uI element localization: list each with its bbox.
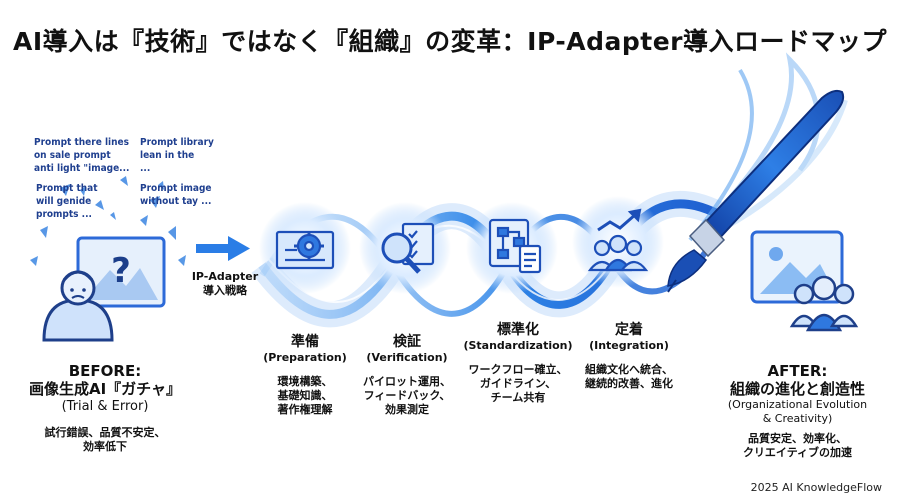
svg-text:?: ? xyxy=(111,251,131,291)
after-heading: AFTER: xyxy=(767,362,828,380)
workflow-document-icon xyxy=(488,218,542,274)
page-title: AI導入は『技術』ではなく『組織』の変革：IP-Adapter導入ロードマップ xyxy=(13,27,887,56)
stage-integration: 定着 (Integration) 組織文化へ統合、継続的改善、進化 xyxy=(574,322,684,391)
shattered-fragments xyxy=(30,176,186,266)
stage-subtitle: (Standardization) xyxy=(463,339,573,352)
after-subheading: 組織の進化と創造性 xyxy=(729,380,865,398)
stage-preparation: 準備 (Preparation) 環境構築、基礎知識、著作権理解 xyxy=(255,334,355,417)
stage-verification: 検証 (Verification) パイロット運用、フィードバック、効果測定 xyxy=(355,334,459,417)
magnifier-checklist-icon xyxy=(381,222,435,274)
after-body: 品質安定、効率化、クリエイティブの加速 xyxy=(742,432,853,459)
strategy-arrow-label: IP-Adapter 導入戦略 xyxy=(191,270,259,297)
stage-subtitle: (Verification) xyxy=(366,351,448,364)
team-growth-icon xyxy=(587,208,649,272)
paintbrush-icon xyxy=(667,89,845,293)
stage-body: パイロット運用、フィードバック、効果測定 xyxy=(363,375,451,416)
stage-title: 標準化 xyxy=(497,322,539,338)
stage-title: 検証 xyxy=(393,334,421,350)
stage-subtitle: (Integration) xyxy=(589,339,669,352)
blueprint-gear-icon xyxy=(275,230,335,270)
right-arrow-icon xyxy=(196,236,250,261)
confused-person-icon xyxy=(42,270,114,342)
after-block: AFTER: 組織の進化と創造性 (Organizational Evoluti… xyxy=(700,362,895,460)
stage-standardization: 標準化 (Standardization) ワークフロー確立、ガイドライン、チー… xyxy=(460,322,576,405)
stage-body: 組織文化へ統合、継続的改善、進化 xyxy=(585,363,673,390)
stage-subtitle: (Preparation) xyxy=(263,351,347,364)
stage-title: 準備 xyxy=(291,334,319,350)
before-body: 試行錯誤、品質不安定、効率低下 xyxy=(44,426,166,453)
before-block: BEFORE: 画像生成AI『ガチャ』 (Trial & Error) 試行錯誤… xyxy=(10,362,200,454)
stage-body: ワークフロー確立、ガイドライン、チーム共有 xyxy=(468,363,568,404)
team-people-icon xyxy=(789,275,859,332)
stage-title: 定着 xyxy=(615,322,643,338)
footer-credit: 2025 AI KnowledgeFlow xyxy=(750,481,882,494)
before-heading: BEFORE: xyxy=(68,362,142,380)
before-subheading: 画像生成AI『ガチャ』 xyxy=(28,380,182,398)
stage-body: 環境構築、基礎知識、著作権理解 xyxy=(277,375,333,416)
after-english: (Organizational Evolution& Creativity) xyxy=(727,398,868,425)
before-english: (Trial & Error) xyxy=(61,399,149,414)
